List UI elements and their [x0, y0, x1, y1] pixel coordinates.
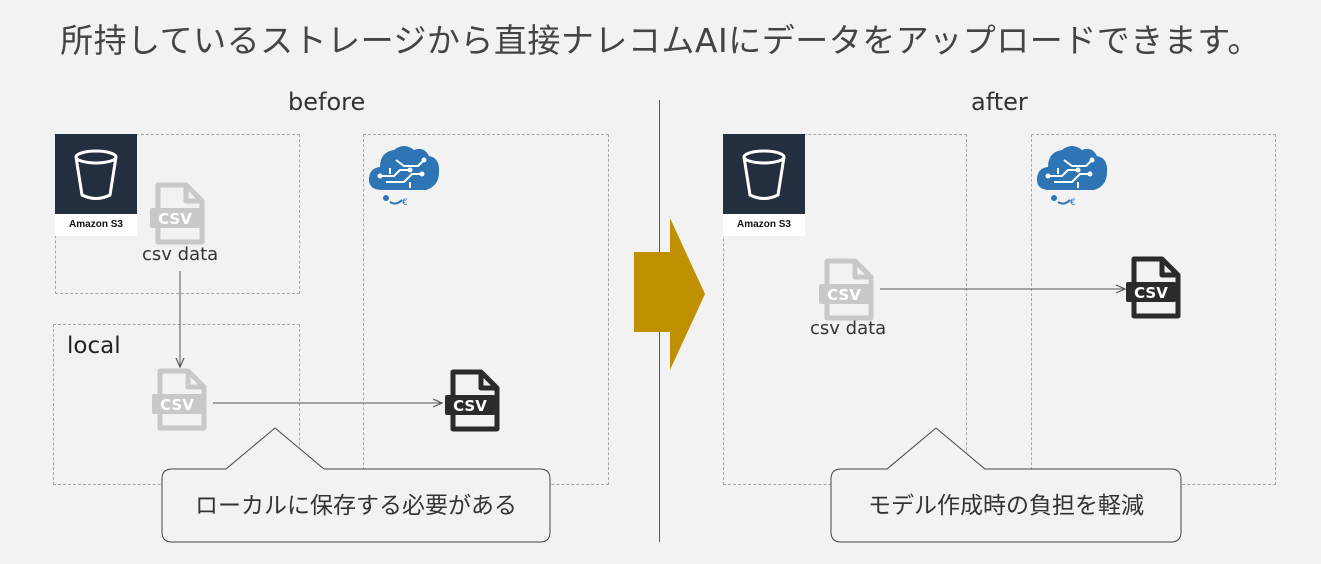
- file-tag: CSV: [453, 397, 487, 415]
- after-label: after: [971, 88, 1028, 116]
- csv-data-label-after: csv data: [810, 318, 887, 339]
- csv-file-icon-narecom-after: CSV: [1126, 256, 1181, 319]
- file-tag: CSV: [160, 396, 194, 414]
- before-label: before: [288, 88, 366, 116]
- callout-after-shape: [830, 427, 1182, 543]
- svg-text:€: €: [1070, 198, 1076, 208]
- s3-caption: Amazon S3: [69, 219, 123, 230]
- narecom-ai-cloud-icon: €: [368, 146, 440, 208]
- csv-file-icon-narecom: CSV: [445, 369, 500, 432]
- amazon-s3-tile: Amazon S3: [55, 134, 137, 236]
- narecom-ai-cloud-icon-after: €: [1036, 146, 1108, 208]
- csv-data-label: csv data: [142, 244, 219, 265]
- amazon-s3-tile-after: Amazon S3: [723, 134, 805, 236]
- svg-text:€: €: [402, 198, 408, 208]
- callout-before-text: ローカルに保存する必要がある: [195, 493, 517, 519]
- csv-file-icon-s3-after: CSV: [819, 258, 874, 321]
- page-title: 所持しているストレージから直接ナレコムAIにデータをアップロードできます。: [60, 21, 1261, 60]
- local-label: local: [67, 333, 121, 359]
- file-tag: CSV: [827, 286, 861, 304]
- s3-bucket-icon: [74, 149, 118, 200]
- callout-after-text: モデル作成時の負担を軽減: [868, 493, 1144, 519]
- csv-file-icon-s3: CSV: [150, 182, 205, 245]
- callout-before-shape: [161, 427, 551, 543]
- transition-arrow-icon: [634, 218, 705, 370]
- s3-bucket-icon: [742, 149, 786, 200]
- file-tag: CSV: [1134, 284, 1168, 302]
- csv-file-icon-local: CSV: [152, 368, 207, 431]
- s3-caption: Amazon S3: [737, 219, 791, 230]
- file-tag: CSV: [158, 210, 192, 228]
